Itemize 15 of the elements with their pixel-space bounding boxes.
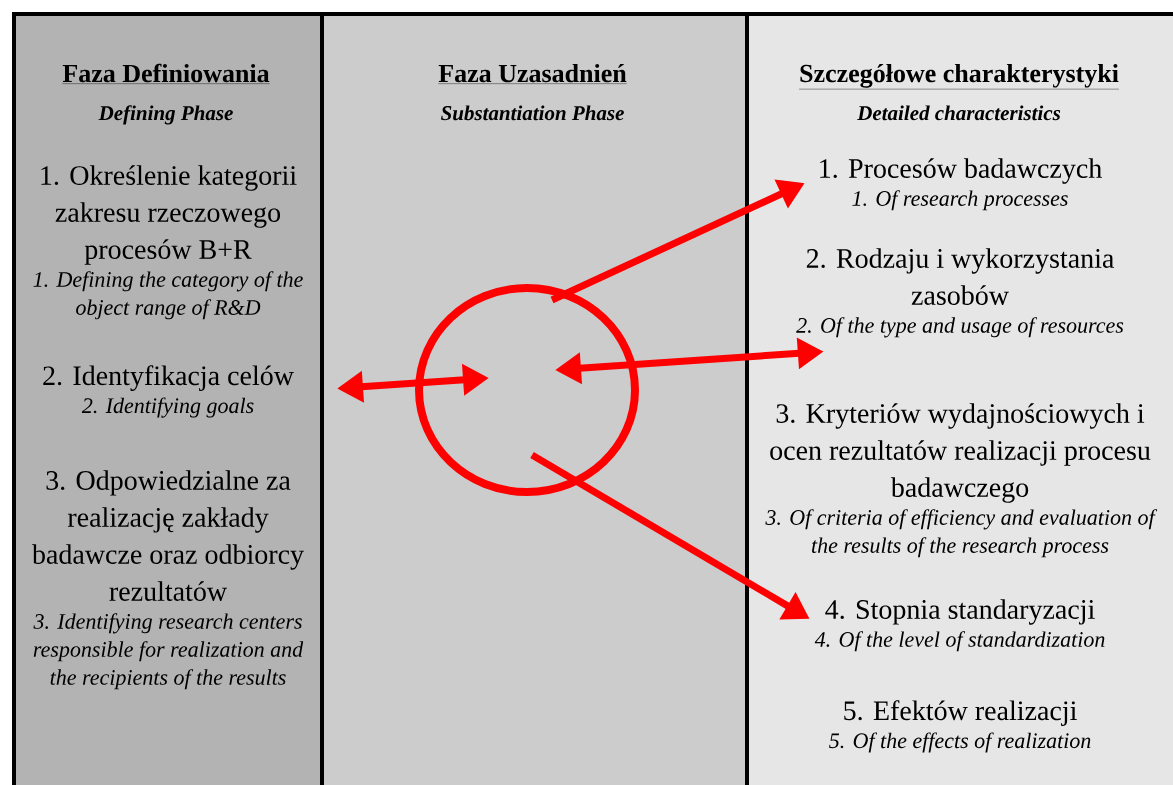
list-item: 3. Odpowiedzialne za realizację zakłady badawcze oraz odbiorcy rezultatów 3. Identifying research centers responsible for realization and the recipients of the results: [31, 470, 304, 690]
list-item: 2. Rodzaju i wykorzystania zasobów 2. Of the type and usage of resources: [796, 248, 1124, 338]
list-item: 3. Kryteriów wydajnościowych i ocen rezultatów realizacji procesu badawczego 3. Of criteria of efficiency and evaluation of the results of the research process: [765, 403, 1158, 558]
list-item: 1. Procesów badawczych 1. Of research processes: [820, 158, 1102, 211]
column-subtitle: Defining Phase: [98, 105, 233, 125]
column-subtitle: Substantiation Phase: [441, 105, 624, 121]
list-item: 5. Efektów realizacji 5. Of the effects of realization: [829, 700, 1091, 753]
column-heading: Szczegółowe charakterystyki: [798, 63, 1120, 90]
list-item: 1. Określenie kategorii zakresu rzeczowego procesów B+R 1. Defining the category of the object range of R&D: [33, 165, 303, 320]
list-item: 4. Stopnia standaryzacji 4. Of the level of standardization: [814, 599, 1105, 652]
circle-shape: [415, 284, 639, 496]
column-heading: Faza Uzasadnień: [438, 63, 627, 84]
column-heading: Faza Definiowania: [62, 63, 270, 84]
column-subtitle: Detailed characteristics: [857, 105, 1061, 121]
list-item: 2. Identyfikacja celów 2. Identifying goals: [43, 365, 294, 418]
